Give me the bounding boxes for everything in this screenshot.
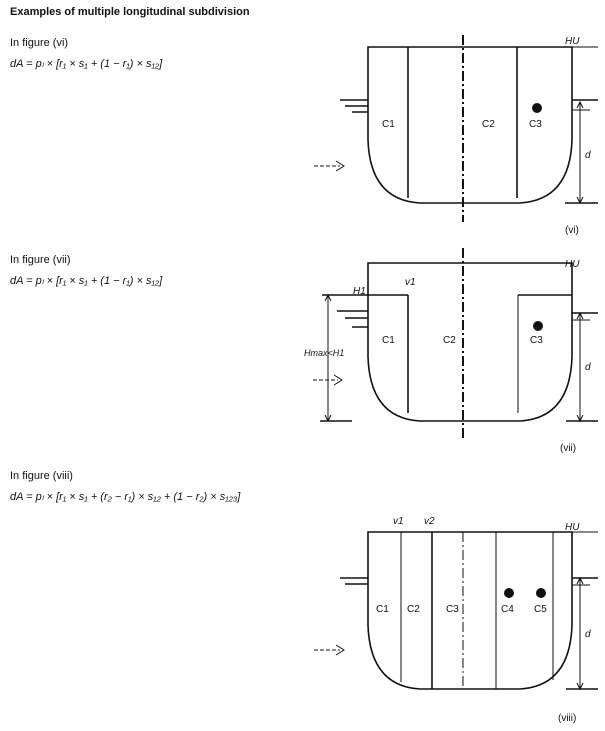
caption-vii: (vii) — [560, 443, 576, 454]
formula-viii: dA = pₗ × [r₁ × s₁ + (r₂ − r₁) × s₁₂ + (… — [10, 491, 241, 503]
h1-label: H1 — [353, 286, 366, 297]
dot-icon — [533, 321, 543, 331]
hu-label: HU — [565, 522, 580, 533]
hull-outline — [367, 262, 573, 422]
c3-label: C3 — [529, 119, 542, 130]
c4-label: C4 — [501, 604, 514, 615]
hull-outline — [367, 531, 573, 690]
d-label: d — [585, 362, 591, 373]
c1-label: C1 — [382, 335, 395, 346]
v1-label: v1 — [405, 277, 416, 288]
figure-vi: HU C1 C2 C3 d (vi) — [314, 35, 598, 236]
figure-viii: HU v1 v2 C1 C2 C3 C4 C5 d (viii) — [314, 516, 598, 724]
dot-icon — [532, 103, 542, 113]
d-label: d — [585, 629, 591, 640]
c2-label: C2 — [443, 335, 456, 346]
hu-label: HU — [565, 259, 580, 270]
v1-label: v1 — [393, 516, 404, 527]
d-label: d — [585, 150, 591, 161]
formula-vi: dA = pₗ × [r₁ × s₁ + (1 − r₁) × s₁₂] — [10, 58, 163, 70]
c2-label: C2 — [482, 119, 495, 130]
c3-label: C3 — [446, 604, 459, 615]
hmax-label: Hmax<H1 — [304, 348, 344, 358]
v2-label: v2 — [424, 516, 435, 527]
intro-vii: In figure (vii) — [10, 254, 71, 266]
hu-label: HU — [565, 36, 580, 47]
figure-vii: HU H1 v1 Hmax<H1 C1 C2 C3 d (vii) — [304, 248, 598, 454]
c2-label: C2 — [407, 604, 420, 615]
caption-vi: (vi) — [565, 225, 579, 236]
c3-label: C3 — [530, 335, 543, 346]
c5-label: C5 — [534, 604, 547, 615]
c1-label: C1 — [382, 119, 395, 130]
dot-icon — [536, 588, 546, 598]
dot-icon — [504, 588, 514, 598]
heading: Examples of multiple longitudinal subdiv… — [10, 6, 250, 18]
hull-outline — [367, 46, 573, 204]
caption-viii: (viii) — [558, 713, 576, 724]
intro-viii: In figure (viii) — [10, 470, 73, 482]
formula-vii: dA = pₗ × [r₁ × s₁ + (1 − r₁) × s₁₂] — [10, 275, 163, 287]
c1-label: C1 — [376, 604, 389, 615]
intro-vi: In figure (vi) — [10, 37, 69, 49]
